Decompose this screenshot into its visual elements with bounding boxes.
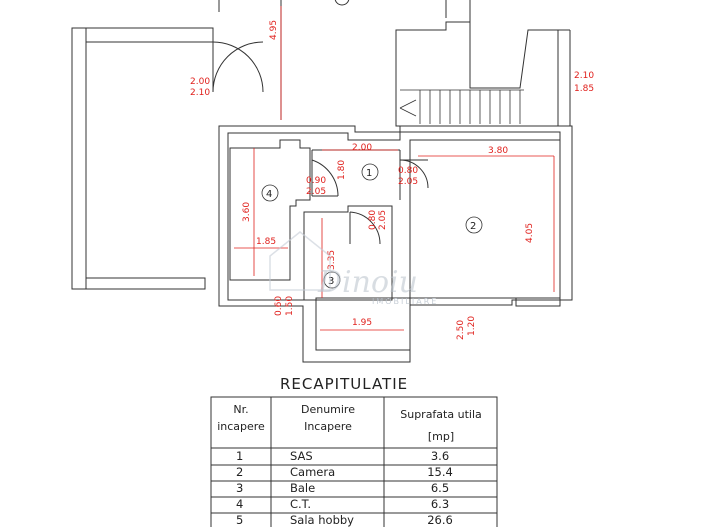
header-denumire: Denumire: [301, 403, 355, 416]
dim-door-bale-b: 2.05: [378, 210, 388, 230]
dim-ct-width: 1.85: [256, 237, 276, 247]
dim-window-right-b: 1.85: [574, 84, 594, 94]
header-incapere-2: Incapere: [304, 420, 352, 433]
dim-ct-height: 3.60: [242, 202, 252, 222]
row-2-nr: 2: [236, 465, 243, 479]
row-3-area: 6.5: [431, 481, 449, 495]
row-5-area: 26.6: [427, 513, 453, 527]
dim-door-camera-a: 0.80: [398, 166, 418, 176]
dim-bale-height: 3.35: [327, 250, 337, 270]
dim-top-corridor: 4.95: [269, 20, 279, 40]
summary-table: [210, 396, 498, 527]
dim-sas-h: 1.80: [337, 160, 347, 180]
row-1-area: 3.6: [431, 449, 449, 463]
header-nr: Nr.: [233, 403, 248, 416]
row-4-area: 6.3: [431, 497, 449, 511]
row-3-name: Bale: [290, 481, 315, 495]
dim-window-right-a: 2.10: [574, 71, 594, 81]
dim-window-bottom-b: 1.20: [467, 316, 477, 336]
dim-door-left-a: 2.00: [190, 77, 210, 87]
header-suprafata: Suprafata utila: [400, 408, 482, 421]
dim-door-left-b: 2.10: [190, 88, 210, 98]
room-number-3: 3: [328, 276, 334, 287]
row-4-name: C.T.: [290, 497, 311, 511]
dim-door-ct-a: 0.90: [306, 176, 326, 186]
dim-camera-height: 4.05: [525, 223, 535, 243]
row-2-area: 15.4: [427, 465, 453, 479]
dim-window-left-a: 0.60: [274, 296, 284, 316]
dim-door-bale-a: 0.80: [368, 210, 378, 230]
row-5-nr: 5: [236, 513, 243, 527]
watermark-name: Dinoiu: [317, 265, 418, 300]
dim-door-ct-b: 2.05: [306, 187, 326, 197]
room-number-2: 2: [470, 221, 476, 232]
row-2-name: Camera: [290, 465, 335, 479]
dim-window-bottom-a: 2.50: [456, 320, 466, 340]
row-1-name: SAS: [290, 449, 313, 463]
dim-door-camera-b: 2.05: [398, 177, 418, 187]
room-number-1: 1: [366, 168, 372, 179]
dim-bale-width: 1.95: [352, 318, 372, 328]
row-4-nr: 4: [236, 497, 243, 511]
dim-window-left-b: 1.50: [285, 296, 295, 316]
row-5-name: Sala hobby: [290, 513, 354, 527]
header-mp: [mp]: [428, 430, 454, 443]
dim-camera-width: 3.80: [488, 146, 508, 156]
row-1-nr: 1: [236, 449, 243, 463]
header-incapere: incapere: [217, 420, 265, 433]
dim-sas-width: 2.00: [352, 143, 372, 153]
summary-title: RECAPITULATIE: [280, 375, 408, 393]
watermark-logo: Dinoiu IMOBILIARE: [269, 231, 438, 306]
watermark-sub: IMOBILIARE: [372, 297, 438, 306]
hobby-outer-wall: [71, 27, 214, 290]
room-number-4: 4: [266, 189, 272, 200]
row-3-nr: 3: [236, 481, 243, 495]
